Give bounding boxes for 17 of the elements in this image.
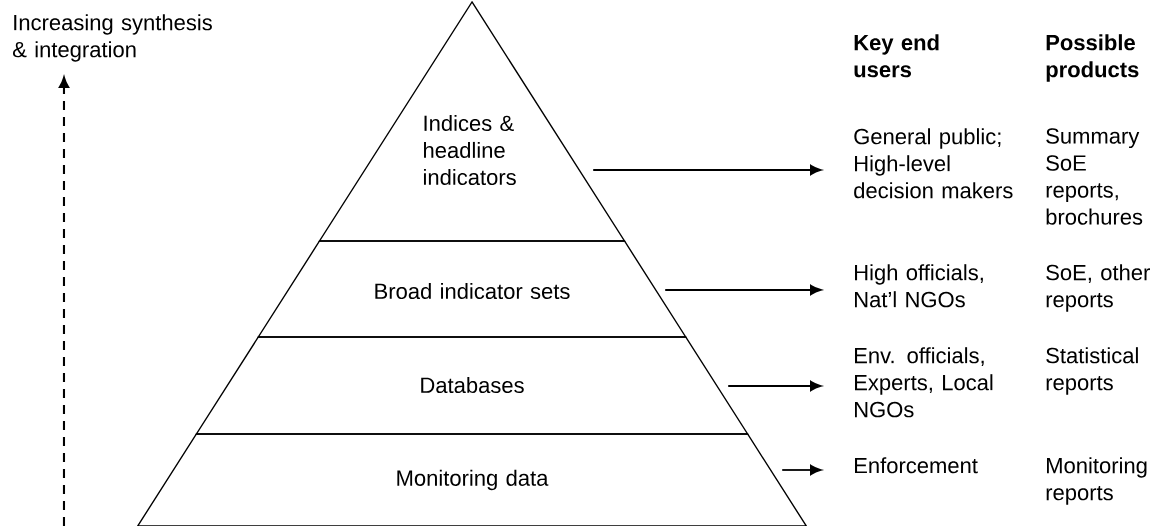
product-text: Summary SoE reports, brochures <box>1046 128 1143 225</box>
user-text: General public; High-level decision makers <box>854 128 1013 199</box>
column-heading: Key end users <box>854 34 939 78</box>
product-text: Statistical reports <box>1046 347 1138 395</box>
user-text: High officials, Nat’l NGOs <box>855 264 983 308</box>
pyramid-tier: Databases <box>195 336 749 435</box>
arrow <box>781 464 822 476</box>
column-heading: Possible products <box>1046 34 1139 82</box>
user-text: Env. officials, Experts, Local NGOs <box>855 347 993 418</box>
product-text: SoE, other reports <box>1046 264 1150 312</box>
user-text: Enforcement <box>855 457 978 474</box>
arrow <box>592 164 822 176</box>
product-text: Monitoring reports <box>1046 457 1147 505</box>
pyramid-tier: Broad indicator sets <box>257 240 687 338</box>
arrow <box>727 380 822 392</box>
axis-label: Increasing synthesis & integration <box>13 14 212 62</box>
arrow <box>664 284 822 296</box>
